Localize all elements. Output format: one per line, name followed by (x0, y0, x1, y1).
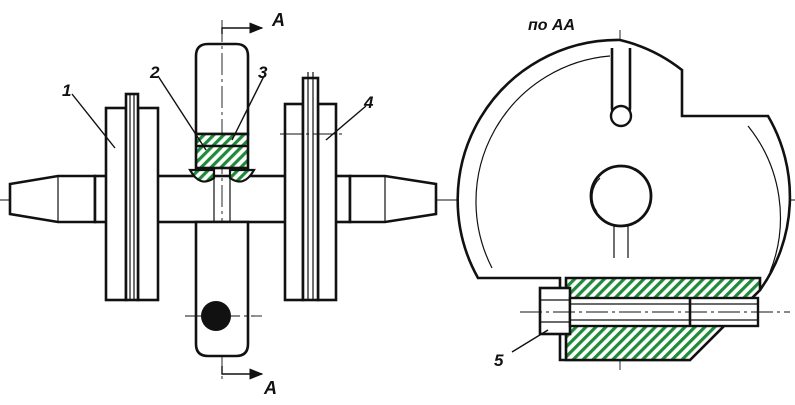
section-mark-bottom: A (263, 378, 277, 398)
center-bore (589, 164, 653, 228)
section-mark-top: A (271, 10, 285, 30)
hatched-insert (194, 132, 250, 170)
lower-block (194, 220, 250, 358)
callout-1: 1 (62, 81, 71, 100)
callout-2: 2 (149, 63, 160, 82)
shaft-right-tip (348, 174, 438, 224)
pin-hole (201, 301, 231, 331)
section-arrow-top (221, 22, 264, 34)
shaft-left-tip (8, 174, 97, 224)
callout-5: 5 (494, 351, 504, 370)
section-arrow-bottom (221, 366, 264, 380)
callout-4: 4 (363, 93, 374, 112)
section-view (450, 30, 795, 370)
left-disc-pair (104, 92, 160, 302)
section-view-title: по АА (528, 17, 575, 34)
right-disc-pair (280, 72, 345, 302)
front-view (0, 20, 470, 380)
callout-3: 3 (258, 63, 268, 82)
bolt-head (538, 286, 572, 336)
